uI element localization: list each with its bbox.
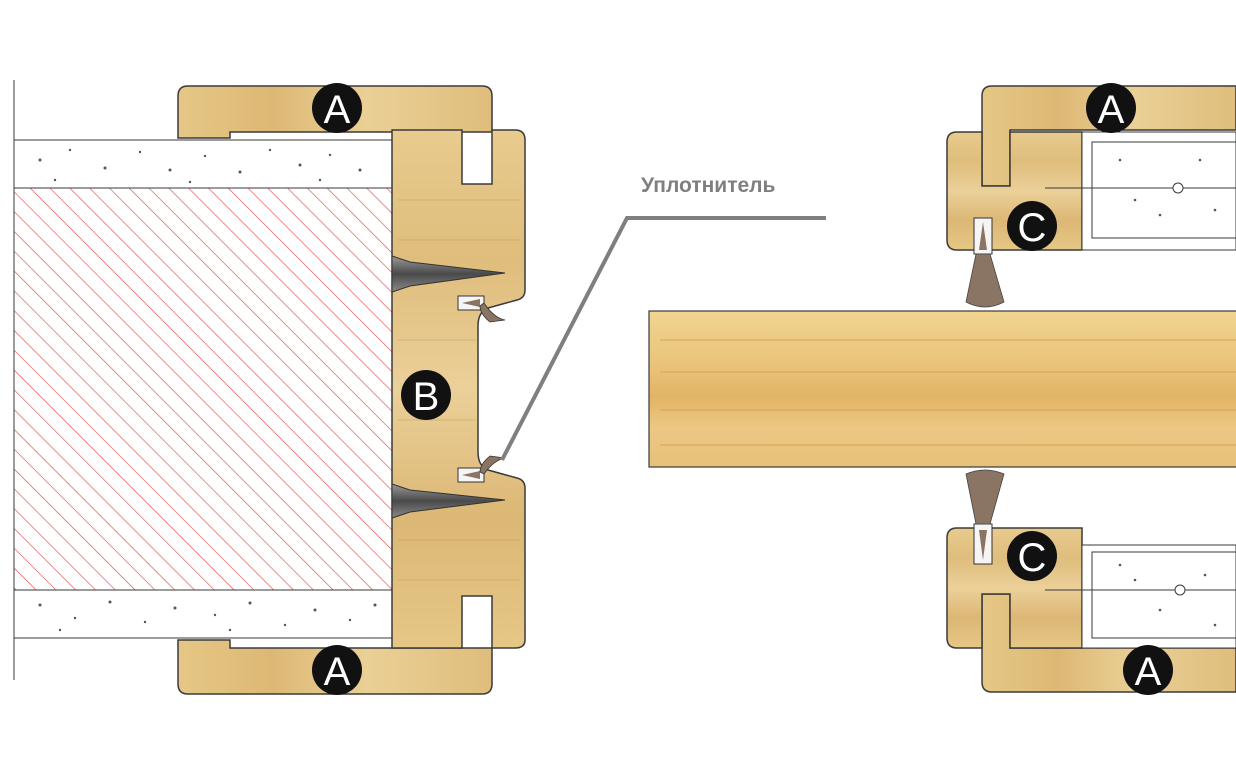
marker-a-bottom-left: A [312,645,362,695]
marker-a-bottom-right: A [1123,645,1173,695]
svg-text:A: A [324,650,351,694]
jamb-b [391,129,526,649]
seal-top-right [965,217,1005,308]
screw-bottom [391,483,506,519]
seal-callout: Уплотнитель [500,174,826,461]
anchor-dowel-top [1172,182,1184,194]
plaster-speckles [38,148,377,632]
jamb-grain [398,199,520,581]
door-leaf-panel [648,310,1236,468]
marker-b: B [401,370,451,420]
marker-a-top-left: A [312,83,362,133]
seal-callout-label: Уплотнитель [641,174,775,197]
speckles-top-right [1118,158,1217,217]
plaster-bottom [13,589,393,639]
wall-inner-bottom-right [1091,551,1236,639]
svg-text:B: B [413,375,440,419]
svg-text:C: C [1018,206,1047,250]
wall-top-right [1081,131,1236,251]
svg-text:A: A [1098,88,1125,132]
seal-callout-line [500,216,826,461]
anchor-dowel-bottom [1174,584,1186,596]
svg-text:A: A [1135,650,1162,694]
right-assembly: A C C A [648,83,1236,695]
wall-brick-hatch [13,187,393,591]
svg-text:C: C [1018,536,1047,580]
plaster-top [13,139,393,189]
panel-grain [660,339,1236,446]
seal-bottom-right [965,469,1005,565]
jamb-seal-top [457,295,506,323]
jamb-seal-bottom [457,455,506,483]
left-assembly: A B A [13,80,526,695]
screw-top [391,255,506,293]
marker-a-top-right: A [1086,83,1136,133]
svg-text:A: A [324,88,351,132]
wall-bottom-right [1081,544,1236,649]
marker-c-bottom: C [1007,531,1057,581]
marker-c-top: C [1007,201,1057,251]
wall-inner-top-right [1091,141,1236,239]
speckles-bottom-right [1118,563,1217,627]
